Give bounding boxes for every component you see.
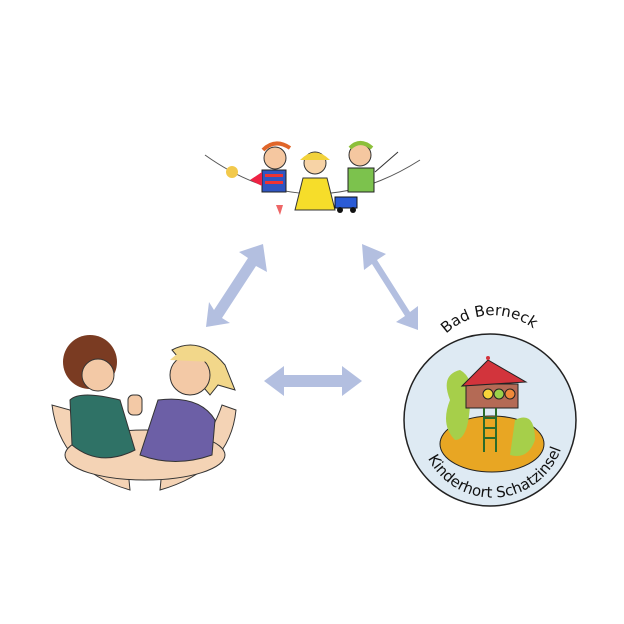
- treehouse-logo: Bad Berneck Kinderhort Schatzinsel: [403, 301, 577, 507]
- double-arrow-right: [362, 244, 418, 330]
- double-arrow-horizontal: [264, 366, 362, 396]
- logo-top-text: Bad Berneck: [437, 301, 541, 337]
- children-in-hands-illustration-icon: [51, 335, 237, 491]
- double-arrow-left: [206, 244, 267, 327]
- children-drawing-banner-icon: [204, 141, 421, 215]
